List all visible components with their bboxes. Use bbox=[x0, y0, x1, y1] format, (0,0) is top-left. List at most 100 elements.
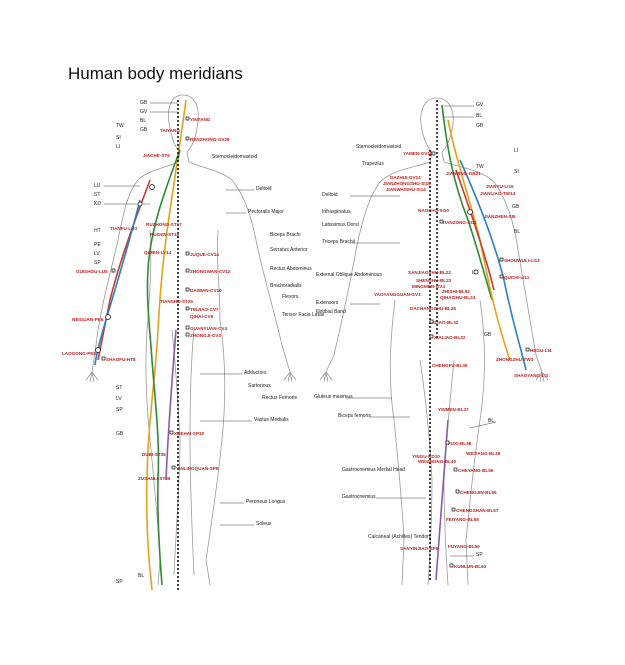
back-channel-label: BL bbox=[514, 229, 520, 235]
leader-lines bbox=[104, 102, 497, 557]
back-point-label: TIANZONG-SI11 bbox=[442, 220, 477, 225]
back-muscle-label: Triceps Brachii bbox=[322, 239, 355, 245]
back-body-outline bbox=[325, 97, 543, 586]
front-channel-label: GV bbox=[140, 109, 148, 115]
back-point-label: CILIAO-BL32 bbox=[430, 320, 459, 325]
back-point-label: JIANZHONGSHU-SI15 bbox=[383, 181, 431, 186]
front-red-line bbox=[97, 179, 151, 361]
back-point-label: FUXI-BL38 bbox=[448, 441, 472, 446]
front-channel-label: LU bbox=[94, 183, 101, 189]
front-channel-label: GB bbox=[140, 127, 148, 133]
back-channel-label: GV bbox=[476, 102, 484, 108]
front-muscle-label: Soleus bbox=[256, 521, 272, 527]
back-muscle-labels: Sternocleidomastoid Trapezius Deltoid In… bbox=[314, 144, 430, 540]
front-muscle-label: Adductors bbox=[244, 370, 267, 376]
front-point-label: GUISHOU-LU5 bbox=[76, 269, 108, 274]
front-purple-line bbox=[165, 329, 177, 481]
back-point-label: FEIYANG-BL58 bbox=[446, 517, 479, 522]
back-channel-label: LI bbox=[514, 148, 518, 154]
back-point-label: JIANLIAO-TW14 bbox=[480, 191, 516, 196]
front-channel-label: PE bbox=[94, 242, 101, 248]
front-muscle-label: Rectus Abdominus bbox=[270, 266, 312, 272]
front-point-label: ZHONGWAN-CV12 bbox=[190, 269, 231, 274]
back-point-label: KUNLUN-BL60 bbox=[454, 564, 487, 569]
back-point-label: QUCHI-LI11 bbox=[504, 275, 530, 280]
back-point-label: YINMEN-BL37 bbox=[438, 407, 469, 412]
back-point-label: XIALIAO-BL32 bbox=[434, 335, 466, 340]
back-muscle-label: Sternocleidomastoid bbox=[356, 144, 402, 150]
front-point-label: RENZHONG-GV26 bbox=[190, 137, 230, 142]
front-meridian-lines bbox=[94, 99, 187, 591]
back-point-label: JIANYU-LI15 bbox=[486, 184, 514, 189]
front-muscle-label: Rectus Femoris bbox=[262, 395, 298, 401]
front-channel-labels: GB GV BL TW GB SI LI LU ST KD HT PE LV S… bbox=[94, 100, 148, 585]
back-point-label: CHENGFU-BL36 bbox=[432, 363, 468, 368]
front-muscle-label: Sartorious bbox=[248, 383, 271, 389]
back-point-label: CHEYANG-BL55 bbox=[458, 468, 494, 473]
back-point-label: JIANWAISHU-SI14 bbox=[386, 187, 426, 192]
back-muscle-label: Illotibial Band bbox=[316, 309, 346, 315]
front-muscle-label: Peroneus Longus bbox=[246, 499, 286, 505]
back-muscle-label: Deltoid bbox=[322, 192, 338, 198]
front-muscle-label: Flexors bbox=[282, 294, 299, 300]
back-muscle-label: External Oblique Abdominous bbox=[316, 272, 382, 278]
front-channel-label: BL bbox=[138, 573, 144, 579]
front-point-label: TIANFU-LU3 bbox=[110, 226, 137, 231]
back-point-label: SHENSHU-BL23 bbox=[416, 278, 452, 283]
back-muscle-label: Latissimus Dorsi bbox=[322, 222, 359, 228]
back-point-label: DACHANGSHU-BL25 bbox=[410, 306, 456, 311]
front-channel-label: TW bbox=[116, 123, 124, 129]
back-channel-label: GB bbox=[484, 332, 492, 338]
back-channel-label: BL bbox=[476, 113, 482, 119]
back-purple-line bbox=[435, 419, 449, 581]
front-channel-label: SP bbox=[116, 407, 123, 413]
front-muscle-label: Sternocleidomastoid bbox=[212, 154, 258, 160]
back-point-label: WEIZHONG-BL40 bbox=[418, 459, 456, 464]
back-red-line bbox=[455, 169, 495, 291]
back-muscle-label: Calcaneal (Achilles) Tendon bbox=[368, 534, 430, 540]
front-channel-label: HT bbox=[94, 228, 101, 234]
front-muscle-label: Pectoralis Major bbox=[248, 209, 284, 215]
back-point-label: SHOUWULI-LI13 bbox=[504, 258, 540, 263]
back-channel-label: SP bbox=[476, 552, 483, 558]
back-blue-line bbox=[459, 159, 527, 371]
back-point-label: QIHAISHU-BL24 bbox=[440, 295, 476, 300]
back-point-label: YINGU-KD10 bbox=[412, 454, 440, 459]
front-channel-label: SP bbox=[116, 579, 123, 585]
back-point-label: CHENGSHAN-BL57 bbox=[456, 508, 499, 513]
back-point-label: HEGU-LI4 bbox=[530, 348, 552, 353]
back-point-labels: YAMEN-GV15 DAZHUI-GV14 JIANZHONGSHU-SI15… bbox=[374, 151, 552, 569]
front-channel-label: LI bbox=[116, 144, 120, 150]
back-point-label: JIANJING-GB21 bbox=[446, 171, 481, 176]
diagram-title: Human body meridians bbox=[68, 64, 243, 83]
back-channel-label: BL bbox=[488, 418, 494, 424]
back-channel-label: GB bbox=[512, 204, 520, 210]
body-outlines bbox=[85, 94, 549, 586]
back-point-label: DAZHUI-GV14 bbox=[390, 175, 421, 180]
front-point-label: NEIGUAN-PE6 bbox=[72, 317, 104, 322]
front-point-label: RUZHONG-ST17 bbox=[146, 222, 182, 227]
back-muscle-label: Gastrocnemius bbox=[342, 494, 376, 500]
front-muscle-label: Tensor Facia Latae bbox=[282, 312, 325, 318]
front-point-labels: YINTANG TAIYANG RENZHONG-GV26 JIACHE-ST6… bbox=[62, 117, 231, 481]
back-muscle-label: Extensors bbox=[316, 300, 339, 306]
front-point-label: YINTANG bbox=[190, 117, 211, 122]
front-point-label: RUGEN-ST18 bbox=[150, 232, 180, 237]
back-point-label: YAMEN-GV15 bbox=[403, 151, 433, 156]
front-point-label: LAOGONG-PE8 bbox=[62, 351, 96, 356]
front-channel-label: SP bbox=[94, 260, 101, 266]
front-channel-label: ST bbox=[94, 192, 100, 198]
back-point-label: SANJIAOSHU-BL22 bbox=[408, 270, 451, 275]
front-channel-label: GB bbox=[116, 431, 124, 437]
back-point-label: CHENGJIN-BL56 bbox=[460, 490, 497, 495]
back-point-label: ZHISHI-BL52 bbox=[442, 289, 470, 294]
back-muscle-label: Gluteus maximus bbox=[314, 394, 353, 400]
front-point-label: GUANYUAN-CV4 bbox=[190, 326, 227, 331]
front-channel-label: GB bbox=[140, 100, 148, 106]
back-channel-label: GB bbox=[476, 123, 484, 129]
front-channel-label: BL bbox=[140, 118, 146, 124]
front-point-label: ZHONGJI-CV3 bbox=[190, 333, 221, 338]
point-markers bbox=[95, 116, 530, 568]
front-point-label: TINJIAO-CV7 bbox=[190, 307, 219, 312]
front-green-line bbox=[146, 149, 181, 586]
